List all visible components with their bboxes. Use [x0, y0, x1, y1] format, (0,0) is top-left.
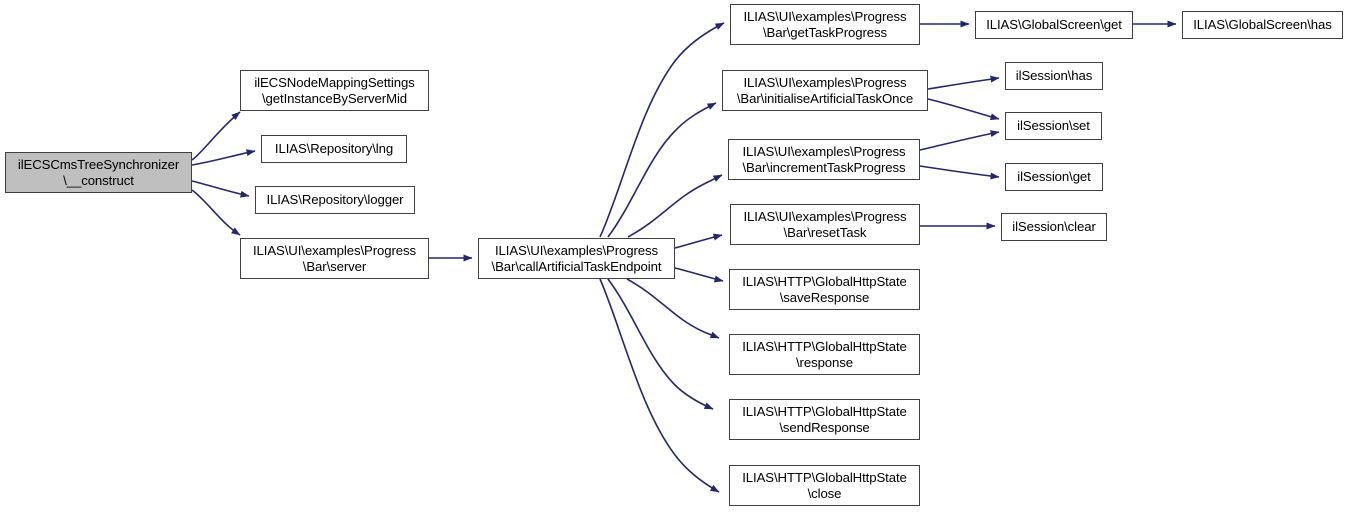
graph-node-ilsession_has[interactable]: ilSession\has — [1005, 62, 1103, 90]
graph-node-globalscreen_has[interactable]: ILIAS\GlobalScreen\has — [1182, 11, 1343, 39]
graph-edge — [626, 278, 720, 339]
graph-node-getTaskProgress[interactable]: ILIAS\UI\examples\Progress \Bar\getTaskP… — [730, 4, 920, 45]
graph-node-callArtificialTaskEndpoint[interactable]: ILIAS\UI\examples\Progress \Bar\callArti… — [478, 238, 675, 279]
graph-node-label: ilSession\set — [1017, 118, 1090, 133]
graph-node-label: ILIAS\UI\examples\Progress \Bar\resetTas… — [743, 208, 907, 240]
graph-edge — [927, 98, 1000, 121]
graph-node-label: ILIAS\UI\examples\Progress \Bar\getTaskP… — [743, 8, 907, 40]
graph-node-label: ilSession\clear — [1012, 219, 1096, 234]
graph-node-label: ILIAS\HTTP\GlobalHttpState \sendResponse — [742, 403, 907, 435]
graph-node-initialiseArtificialTaskOnce[interactable]: ILIAS\UI\examples\Progress \Bar\initiali… — [722, 70, 928, 111]
graph-node-label: ILIAS\GlobalScreen\has — [1193, 17, 1332, 32]
graph-edge — [191, 189, 241, 236]
graph-edge — [674, 267, 724, 283]
graph-node-label: ilSession\has — [1015, 68, 1093, 83]
graph-node-ilsession_clear[interactable]: ilSession\clear — [1001, 213, 1107, 241]
graph-node-label: ILIAS\HTTP\GlobalHttpState \close — [742, 469, 907, 501]
graph-node-response[interactable]: ILIAS\HTTP\GlobalHttpState \response — [729, 334, 920, 375]
graph-node-sendResponse[interactable]: ILIAS\HTTP\GlobalHttpState \sendResponse — [729, 399, 920, 440]
graph-node-lng[interactable]: ILIAS\Repository\lng — [261, 135, 407, 163]
graph-node-label: ilSession\get — [1017, 169, 1091, 184]
graph-node-label: ILIAS\UI\examples\Progress \Bar\initiali… — [736, 74, 914, 106]
graph-node-label: ILIAS\HTTP\GlobalHttpState \response — [742, 338, 907, 370]
graph-node-label: ilECSNodeMappingSettings \getInstanceByS… — [254, 74, 415, 106]
graph-node-label: ILIAS\HTTP\GlobalHttpState \saveResponse — [742, 273, 907, 305]
graph-edge — [599, 278, 720, 493]
graph-node-logger[interactable]: ILIAS\Repository\logger — [255, 186, 415, 214]
graph-edge — [191, 149, 256, 166]
graph-node-server[interactable]: ILIAS\UI\examples\Progress \Bar\server — [240, 238, 429, 279]
graph-edge — [919, 165, 1000, 180]
graph-node-close[interactable]: ILIAS\HTTP\GlobalHttpState \close — [729, 465, 920, 506]
graph-edge — [191, 180, 250, 198]
graph-edge — [927, 75, 1000, 90]
graph-node-label: ILIAS\UI\examples\Progress \Bar\callArti… — [491, 242, 662, 274]
graph-node-label: ILIAS\Repository\lng — [274, 141, 394, 156]
graph-node-incrementTaskProgress[interactable]: ILIAS\UI\examples\Progress \Bar\incremen… — [728, 139, 920, 180]
graph-node-saveResponse[interactable]: ILIAS\HTTP\GlobalHttpState \saveResponse — [729, 269, 920, 310]
graph-node-getInstanceByServerMid[interactable]: ilECSNodeMappingSettings \getInstanceByS… — [240, 70, 429, 111]
graph-node-root[interactable]: ilECSCmsTreeSynchronizer \__construct — [5, 152, 192, 193]
graph-edge — [607, 278, 714, 410]
graph-node-label: ILIAS\UI\examples\Progress \Bar\incremen… — [742, 143, 906, 175]
graph-edge — [599, 22, 725, 238]
graph-edge — [674, 233, 723, 249]
graph-node-globalscreen_get[interactable]: ILIAS\GlobalScreen\get — [975, 11, 1133, 39]
graph-node-ilsession_get[interactable]: ilSession\get — [1005, 163, 1103, 191]
graph-edge — [191, 111, 241, 161]
graph-node-label: ilECSCmsTreeSynchronizer \__construct — [17, 156, 180, 188]
graph-edge — [627, 174, 723, 238]
graph-edge — [919, 130, 1000, 151]
graph-node-label: ILIAS\UI\examples\Progress \Bar\server — [252, 242, 417, 274]
graph-node-label: ILIAS\GlobalScreen\get — [986, 17, 1122, 32]
graph-node-label: ILIAS\Repository\logger — [266, 192, 404, 207]
graph-node-ilsession_set[interactable]: ilSession\set — [1005, 112, 1102, 140]
graph-edge — [607, 102, 717, 238]
graph-node-resetTask[interactable]: ILIAS\UI\examples\Progress \Bar\resetTas… — [730, 204, 920, 245]
